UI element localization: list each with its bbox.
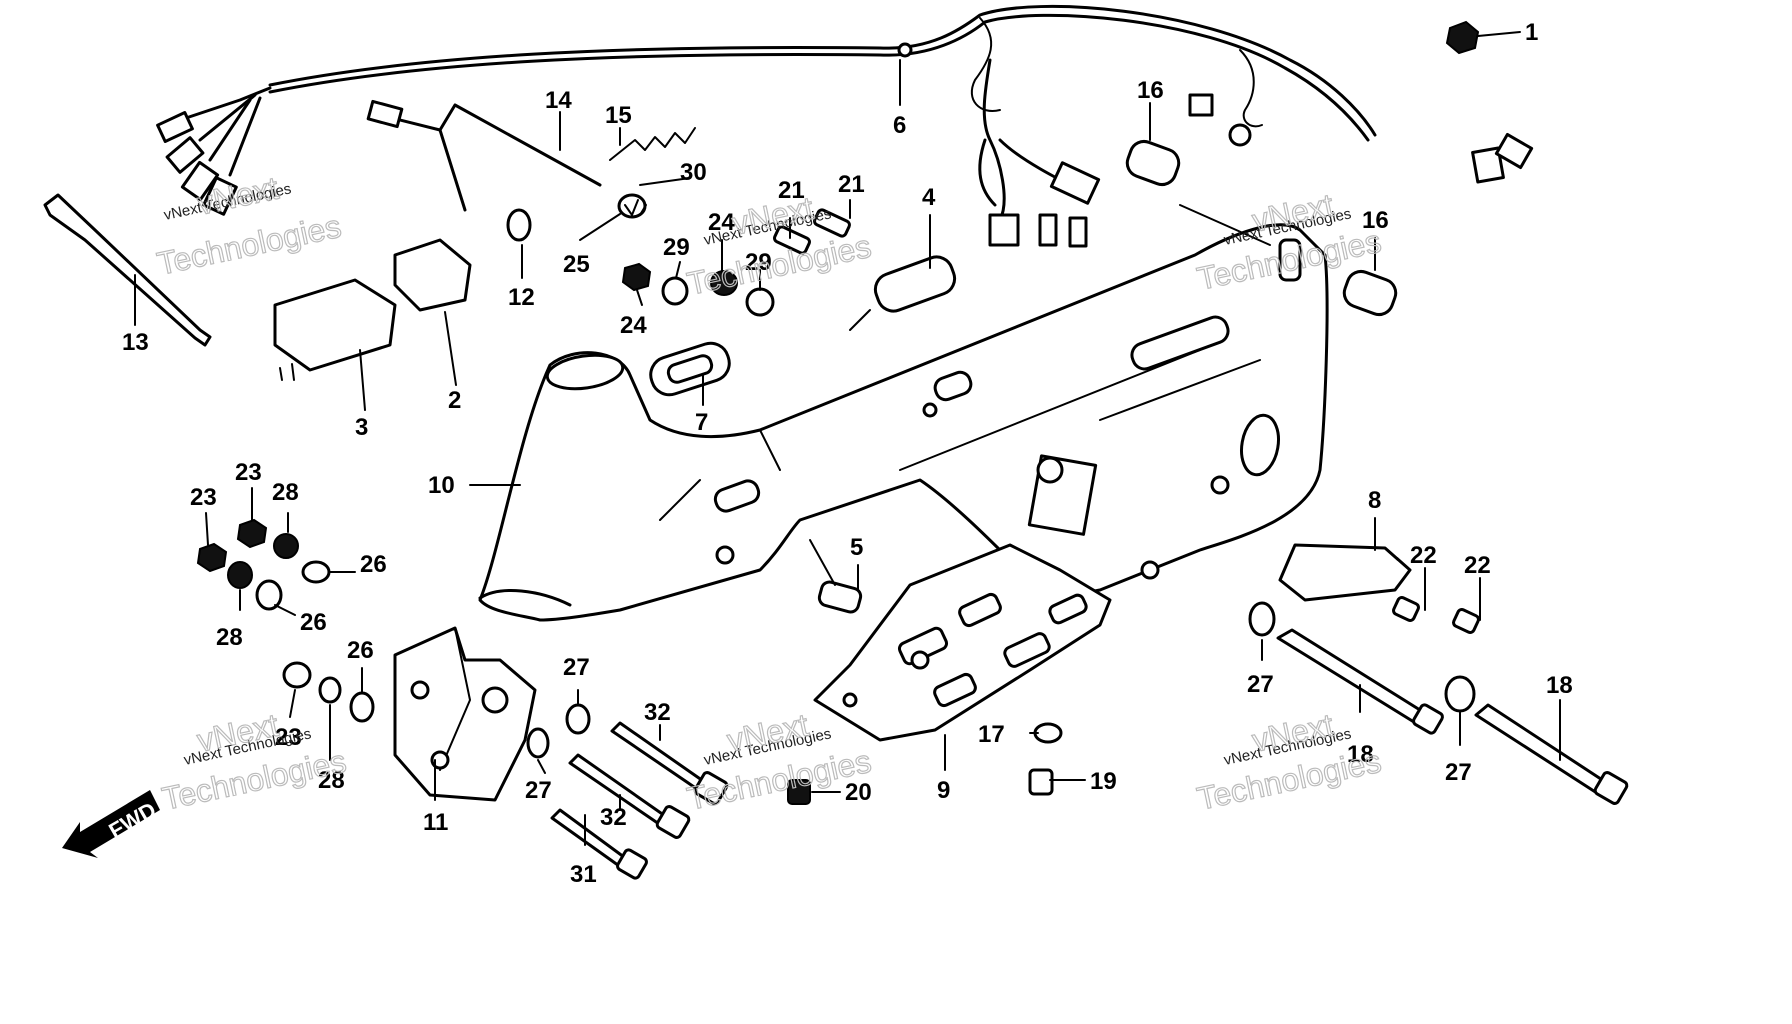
callout-18b: 18 [1546, 672, 1573, 699]
callout-19: 19 [1090, 768, 1117, 795]
callout-26b: 26 [300, 609, 327, 636]
callout-14: 14 [545, 87, 572, 114]
callout-16a: 16 [1137, 77, 1164, 104]
callout-27a: 27 [563, 654, 590, 681]
callout-22b: 22 [1464, 552, 1491, 579]
engine-hanger-bracket [393, 626, 537, 802]
callout-21b: 21 [838, 171, 865, 198]
under-cover-plate [813, 543, 1112, 742]
callout-25: 25 [563, 251, 590, 278]
callout-21a: 21 [778, 177, 805, 204]
callout-24a: 24 [620, 312, 647, 339]
callout-11: 11 [423, 809, 448, 836]
callout-numbers: 1 2 3 4 5 6 7 8 9 10 11 12 13 14 15 16 1… [122, 19, 1573, 888]
callout-18a: 18 [1347, 741, 1374, 768]
callout-27b: 27 [525, 777, 552, 804]
callout-15: 15 [605, 102, 632, 129]
callout-26c: 26 [347, 637, 374, 664]
callout-17: 17 [978, 721, 1005, 748]
callout-23c: 23 [275, 724, 302, 751]
callout-8: 8 [1368, 487, 1381, 514]
callout-29a: 29 [663, 234, 690, 261]
watermark-text: vNext [1249, 707, 1337, 759]
callout-20: 20 [845, 779, 872, 806]
callout-1: 1 [1525, 19, 1538, 46]
callout-6: 6 [893, 112, 906, 139]
watermark-text: vNext [724, 707, 812, 759]
callout-29b: 29 [745, 249, 772, 276]
watermark-text: vNext [729, 190, 817, 242]
watermark-group-2: vNext Technologies vNext Technologies [683, 189, 874, 302]
forward-direction-arrow: FWD [62, 790, 160, 858]
callout-22a: 22 [1410, 542, 1437, 569]
callout-23b: 23 [235, 459, 262, 486]
watermark-group-4: vNext Technologies vNext Technologies [158, 706, 349, 817]
leader-lines [134, 31, 1561, 846]
callout-31: 31 [570, 861, 597, 888]
callout-5: 5 [850, 534, 863, 561]
callout-28c: 28 [318, 767, 345, 794]
callout-16b: 16 [1362, 207, 1389, 234]
callout-27d: 27 [1445, 759, 1472, 786]
callout-7: 7 [695, 409, 708, 436]
watermark-group-6: vNext Technologies vNext Technologies [1193, 706, 1384, 817]
callout-12: 12 [508, 284, 535, 311]
callout-27c: 27 [1247, 671, 1274, 698]
callout-30: 30 [680, 159, 707, 186]
callout-28a: 28 [272, 479, 299, 506]
callout-3: 3 [355, 414, 368, 441]
callout-32a: 32 [644, 699, 671, 726]
callout-2: 2 [448, 387, 461, 414]
small-parts [43, 20, 1629, 880]
callout-26a: 26 [360, 551, 387, 578]
watermark-text: vNext [1249, 187, 1337, 239]
callout-24b: 24 [708, 209, 735, 236]
callout-13: 13 [122, 329, 149, 356]
callout-28b: 28 [216, 624, 243, 651]
callout-23a: 23 [190, 484, 217, 511]
main-frame [478, 204, 1329, 622]
callout-10: 10 [428, 472, 455, 499]
callout-9: 9 [937, 777, 950, 804]
callout-4: 4 [922, 184, 936, 211]
callout-32b: 32 [600, 804, 627, 831]
wire-harness [156, 4, 1534, 248]
